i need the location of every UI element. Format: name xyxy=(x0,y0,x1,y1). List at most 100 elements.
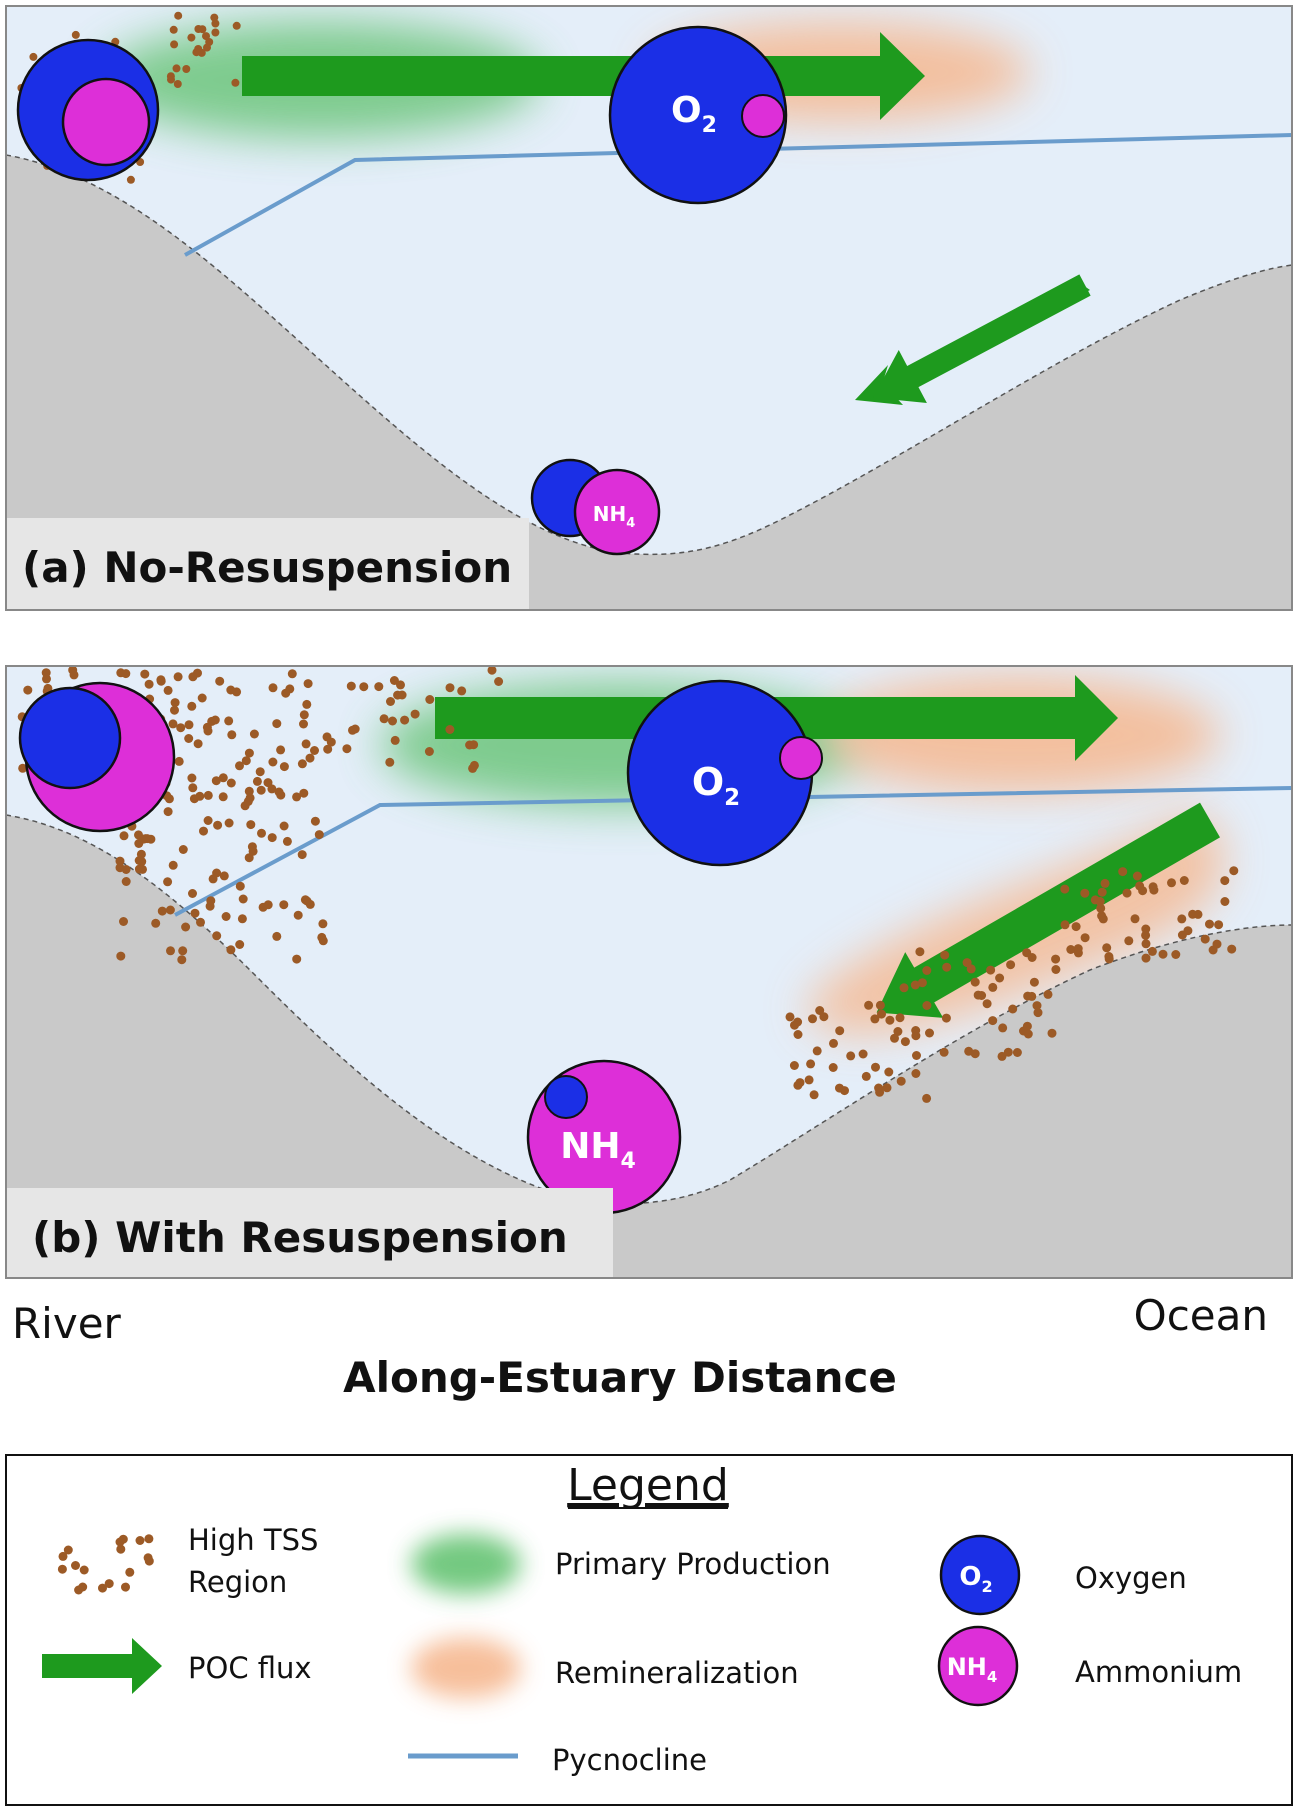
tss-particle xyxy=(410,709,420,719)
tss-particle xyxy=(235,881,245,891)
tss-particle xyxy=(1141,924,1151,934)
tss-particle xyxy=(314,830,324,840)
tss-particle xyxy=(1138,886,1148,896)
tss-particle xyxy=(168,719,178,729)
legend-o2-symbol: O2 xyxy=(959,1562,992,1596)
tss-particle xyxy=(79,1565,89,1575)
tss-particle xyxy=(188,783,198,793)
tss-particle xyxy=(922,966,932,975)
tss-particle xyxy=(915,947,925,957)
tss-particle xyxy=(268,757,278,767)
tss-particle xyxy=(197,693,207,703)
tss-particle xyxy=(58,1551,68,1561)
tss-particle xyxy=(1022,948,1032,958)
tss-particle xyxy=(71,30,80,39)
tss-particle xyxy=(1102,943,1112,953)
tss-particle xyxy=(393,690,403,700)
legend-oxygen-icon xyxy=(939,1534,1021,1616)
tss-particle xyxy=(870,1014,880,1024)
tss-particle xyxy=(187,33,196,42)
tss-particle xyxy=(323,744,333,754)
panel-a-nh4-label: NH4 xyxy=(593,502,636,531)
tss-particle xyxy=(221,912,231,921)
tss-particle xyxy=(385,757,395,767)
legend-ammonium-icon xyxy=(937,1625,1019,1707)
tss-particle xyxy=(874,1083,884,1093)
tss-particle xyxy=(244,786,254,796)
tss-particle xyxy=(305,753,315,763)
tss-particle xyxy=(174,756,184,766)
tss-particle xyxy=(1019,1026,1028,1036)
tss-particle xyxy=(1205,919,1214,929)
tss-particle xyxy=(235,761,244,771)
tss-particle xyxy=(885,1015,895,1025)
tss-particle xyxy=(279,900,289,910)
tss-particle xyxy=(121,865,131,874)
tss-particle xyxy=(342,744,352,754)
tss-particle xyxy=(279,762,289,772)
tss-particle xyxy=(181,922,191,932)
legend-nh4-symbol: NH4 xyxy=(947,1653,998,1686)
tss-particle xyxy=(125,1567,135,1577)
tss-particle xyxy=(215,676,225,686)
tss-particle xyxy=(211,776,221,786)
tss-particle xyxy=(1006,960,1016,970)
tss-particle xyxy=(1132,871,1142,881)
tss-particle xyxy=(226,945,236,955)
tss-particle xyxy=(1051,965,1061,974)
tss-particle xyxy=(203,726,213,736)
tss-particle xyxy=(210,715,220,725)
legend-primary-icon xyxy=(411,1534,521,1594)
tss-particle xyxy=(218,792,228,802)
tss-particle xyxy=(170,40,179,49)
tss-particle xyxy=(785,1012,795,1022)
tss-particle xyxy=(248,846,258,856)
tss-particle xyxy=(23,685,33,695)
tss-particle xyxy=(293,910,303,920)
tss-particle xyxy=(864,1000,874,1010)
tss-particle xyxy=(119,831,129,841)
tss-particle xyxy=(1167,878,1176,888)
tss-particle xyxy=(187,773,197,783)
tss-particle xyxy=(1158,949,1168,959)
tss-particle xyxy=(939,1047,949,1057)
tss-particle xyxy=(184,720,194,730)
tss-particle xyxy=(119,917,128,926)
tss-particle xyxy=(808,1014,817,1024)
tss-particle xyxy=(134,856,144,865)
tss-particle xyxy=(829,1038,838,1048)
tss-particle xyxy=(144,1534,154,1544)
tss-particle xyxy=(359,682,369,692)
tss-particle xyxy=(310,746,319,755)
tss-particle xyxy=(1220,897,1230,906)
tss-particle xyxy=(249,729,259,739)
tss-particle xyxy=(142,834,152,844)
tss-particle xyxy=(144,1556,154,1566)
tss-particle xyxy=(255,767,265,777)
panel-a-seafloor xyxy=(6,154,1292,610)
tss-particle xyxy=(188,672,198,682)
tss-particle xyxy=(1060,920,1070,930)
tss-particle xyxy=(1122,888,1132,898)
tss-particle xyxy=(917,978,927,988)
tss-particle xyxy=(281,688,291,698)
tss-particle xyxy=(469,740,479,750)
tss-particle xyxy=(995,973,1005,983)
tss-particle xyxy=(1051,954,1061,964)
tss-particle xyxy=(134,864,144,874)
tss-particle xyxy=(166,946,175,956)
tss-particle xyxy=(42,674,51,684)
tss-particle xyxy=(789,1061,799,1070)
tss-particle xyxy=(263,778,273,788)
tss-particle xyxy=(806,1059,816,1069)
tss-particle xyxy=(118,1534,128,1544)
tss-particle xyxy=(172,64,181,73)
tss-particle xyxy=(231,78,240,87)
tss-particle xyxy=(68,666,78,675)
tss-particle xyxy=(279,821,289,831)
tss-particle xyxy=(1090,895,1100,905)
tss-particle xyxy=(858,1049,868,1059)
tss-particle xyxy=(890,1033,899,1043)
tss-particle xyxy=(896,1076,906,1086)
tss-particle xyxy=(1188,909,1198,919)
